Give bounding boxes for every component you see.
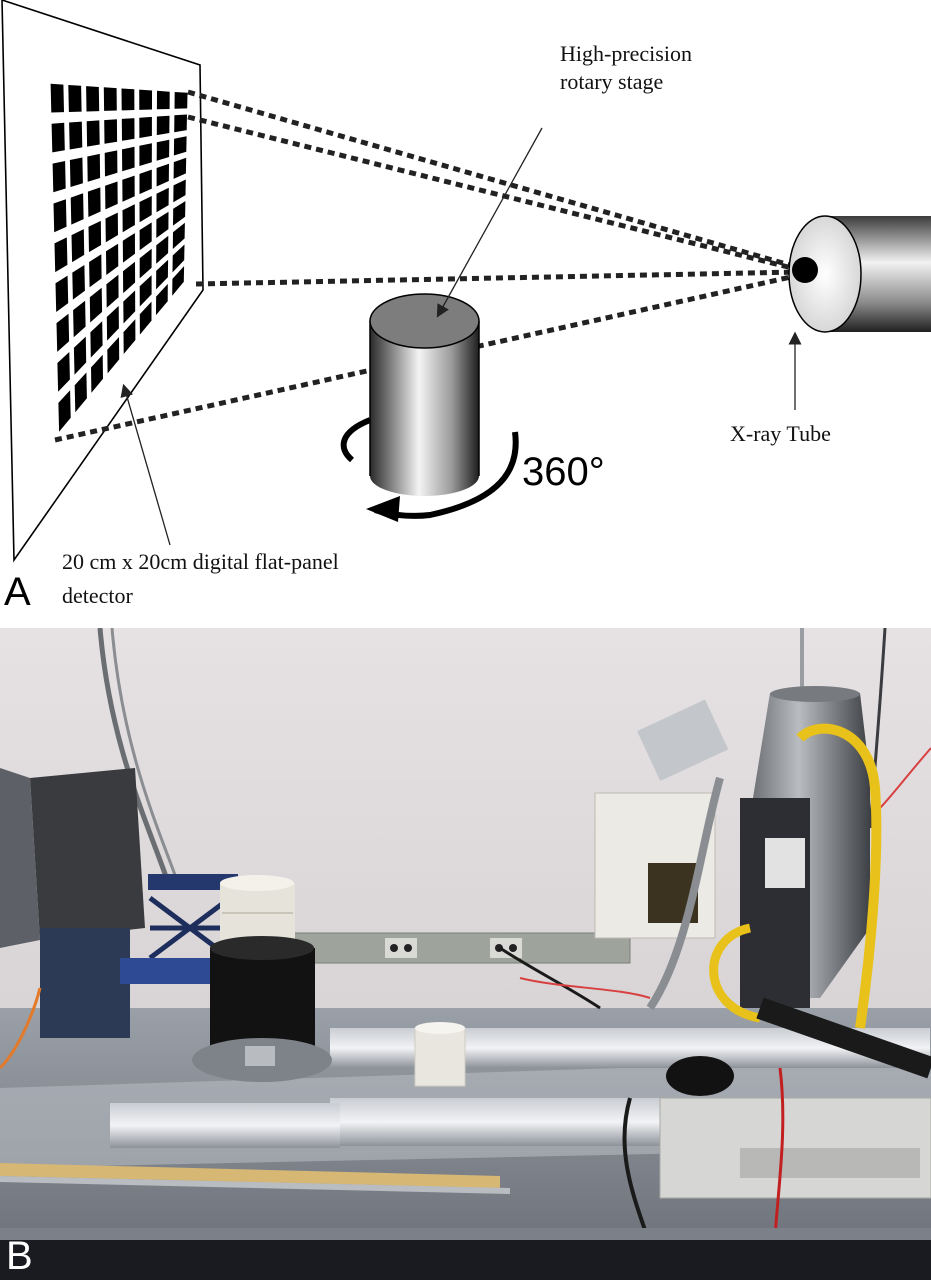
xray-beam <box>54 89 801 443</box>
schematic-panel: High-precision rotary stage X-ray Tube 2… <box>0 0 931 620</box>
detector-cell <box>69 157 83 187</box>
detector-cell <box>122 146 135 172</box>
detector-cell <box>139 275 152 307</box>
beam-line-top-1 <box>187 89 801 271</box>
detector-cell <box>105 212 118 243</box>
detector-cell <box>73 300 86 338</box>
detector-cell <box>174 92 188 109</box>
detector-cell <box>173 157 187 179</box>
detector-cell <box>123 319 136 354</box>
detector-cell <box>106 243 119 275</box>
detector-cell <box>106 305 119 341</box>
detector-cell <box>139 89 152 110</box>
detector-cell <box>139 301 152 335</box>
detector-cell <box>121 118 135 141</box>
rotation-arrow-icon <box>340 417 519 522</box>
detector-cell <box>172 266 185 296</box>
detector-cell <box>86 120 100 147</box>
stage-pointer <box>436 127 543 318</box>
detector-cell <box>156 235 169 264</box>
detector-grid <box>50 83 188 432</box>
detector-cell <box>123 290 136 324</box>
rotary-stage-label: High-precision rotary stage <box>560 41 692 94</box>
xray-tube <box>788 215 931 333</box>
rotation-angle-label: 360° <box>522 450 605 494</box>
detector-cell <box>156 259 169 290</box>
detector-cell <box>69 121 83 150</box>
detector-cell <box>70 193 84 225</box>
detector-cell <box>72 265 85 300</box>
detector-cell <box>51 122 65 153</box>
detector-cell <box>104 119 118 144</box>
detector-cell <box>54 237 68 273</box>
detector-cell <box>122 204 135 233</box>
detector-cell <box>122 233 135 263</box>
detector-cell <box>104 150 118 177</box>
detector-cell <box>87 187 101 217</box>
detector-cell <box>156 163 169 187</box>
panel-letter-a: A <box>4 570 31 614</box>
detector-cell <box>50 83 64 113</box>
detector-cell <box>88 220 102 253</box>
detector-cell <box>91 354 103 393</box>
detector-cell <box>71 229 85 263</box>
detector-cell <box>156 283 168 316</box>
xray-tube-label: X-ray Tube <box>730 421 831 446</box>
detector-cell <box>139 169 152 195</box>
detector-cell <box>103 87 117 111</box>
panel-letter-b: B <box>6 1234 33 1278</box>
detector-cell <box>90 321 103 358</box>
detector-cell <box>122 175 135 202</box>
detector-pointer <box>120 383 171 546</box>
detector-cell <box>89 254 102 288</box>
detector-cell <box>74 372 87 413</box>
lab-setup-photo <box>0 628 931 1280</box>
detector-cell <box>123 261 136 294</box>
detector-cell <box>172 244 185 273</box>
detector-cell <box>58 390 71 432</box>
detector-cell <box>107 337 120 374</box>
rotary-stage-photo <box>192 936 332 1082</box>
detector-cell <box>173 201 186 226</box>
detector-cell <box>73 336 87 375</box>
detector-cell <box>121 88 135 111</box>
detector-cell <box>139 116 152 138</box>
photograph-panel: B <box>0 628 931 1280</box>
rotary-stage-cylinder <box>369 293 480 496</box>
detector-cell <box>52 161 66 193</box>
sample-cylinder <box>414 1027 466 1087</box>
detector-cell <box>105 181 118 210</box>
detector-cell <box>87 153 101 182</box>
flat-panel-detector-photo <box>0 768 145 1038</box>
detector-label-line2: detector <box>62 583 133 608</box>
detector-cell <box>156 90 170 110</box>
beam-line-top-2 <box>187 114 801 273</box>
detector-cell <box>156 115 170 136</box>
detector-label-line1: 20 cm x 20cm digital flat-panel <box>62 549 339 574</box>
detector-cell <box>57 352 70 392</box>
detector-cell <box>86 86 100 112</box>
detector-cell <box>174 114 187 133</box>
detector-cell <box>173 136 187 156</box>
detector-cell <box>156 139 170 161</box>
detector-cell <box>173 179 186 203</box>
xray-tube-assembly-photo <box>594 686 931 1079</box>
detector-cell <box>139 143 152 166</box>
schematic-drawing <box>1 0 931 563</box>
beam-line-middle <box>195 269 801 287</box>
detector-cell <box>139 248 152 279</box>
detector-cell <box>172 222 185 249</box>
detector-cell <box>106 274 119 308</box>
detector-cell <box>156 211 169 238</box>
detector-cell <box>139 222 152 251</box>
detector-cell <box>68 85 82 112</box>
detector-cell <box>156 187 169 213</box>
detector-cell <box>89 287 103 323</box>
detector-cell <box>139 196 152 223</box>
power-supply-box <box>659 1056 931 1199</box>
detector-cell <box>56 313 70 352</box>
detector-cell <box>55 275 69 312</box>
detector-cell <box>53 199 67 233</box>
